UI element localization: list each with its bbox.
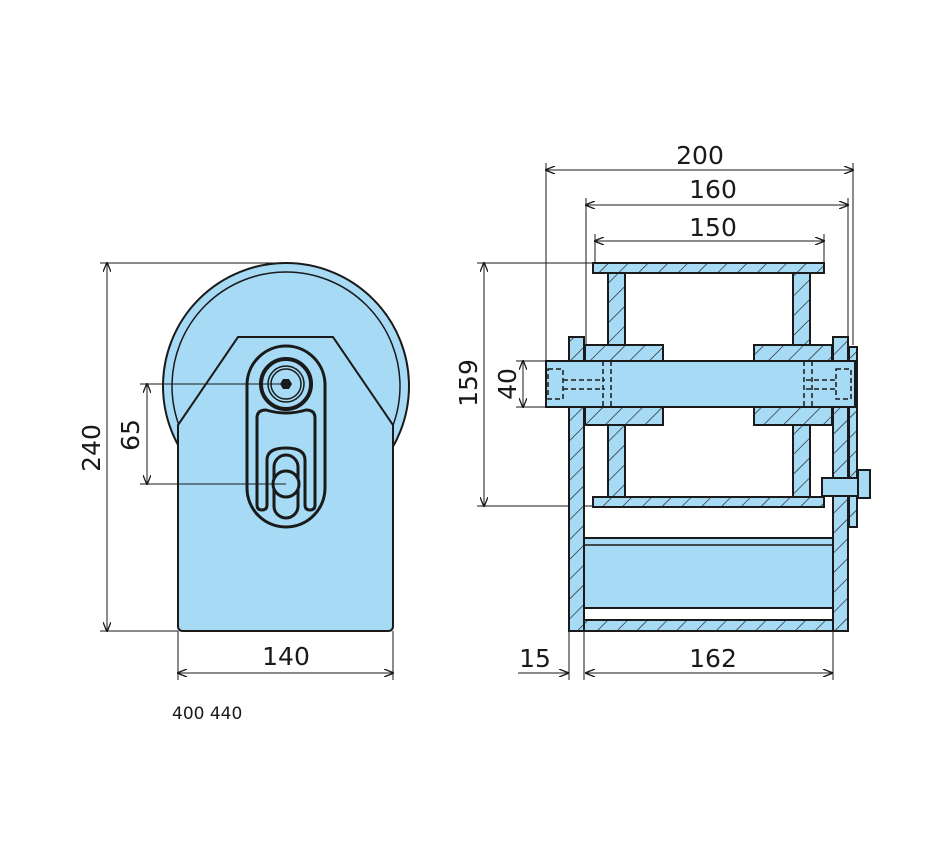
wheel-web-left-bottom xyxy=(607,424,626,498)
dim-wheel-diameter-159: 159 xyxy=(454,359,483,407)
side-plate-left xyxy=(568,336,585,632)
dim-height-240: 240 xyxy=(77,424,106,472)
base-plate xyxy=(583,619,834,632)
slot-window xyxy=(255,408,317,512)
wheel-web-right-bottom xyxy=(792,424,811,498)
dim-wheel-width-150: 150 xyxy=(689,213,737,242)
wheel-tread-bottom xyxy=(592,496,825,508)
side-view: 200 160 150 159 40 15 162 xyxy=(454,141,871,680)
dim-overall-width-200: 200 xyxy=(676,141,724,170)
front-view: 240 65 140 400 440 xyxy=(77,262,410,724)
adjust-bolt-nut xyxy=(857,469,871,499)
dim-plate-thickness-15: 15 xyxy=(519,644,551,673)
dim-width-140: 140 xyxy=(262,642,310,671)
wheel-tread-top xyxy=(592,262,825,274)
wheel-web-right-top xyxy=(792,272,811,346)
adjust-bolt-shaft xyxy=(821,477,861,497)
dim-inner-width-162: 162 xyxy=(689,644,737,673)
dim-axle-offset-65: 65 xyxy=(116,419,145,451)
axle xyxy=(545,360,856,408)
wheel-web-left-top xyxy=(607,272,626,346)
dim-axle-diameter-40: 40 xyxy=(493,368,522,400)
axle-hidden-lines xyxy=(547,361,852,407)
adjustment-slot-plate xyxy=(245,344,327,529)
adjust-bracket xyxy=(848,346,858,528)
article-number: 400 440 xyxy=(172,704,242,724)
dim-plate-width-160: 160 xyxy=(689,175,737,204)
base-block xyxy=(583,537,834,609)
